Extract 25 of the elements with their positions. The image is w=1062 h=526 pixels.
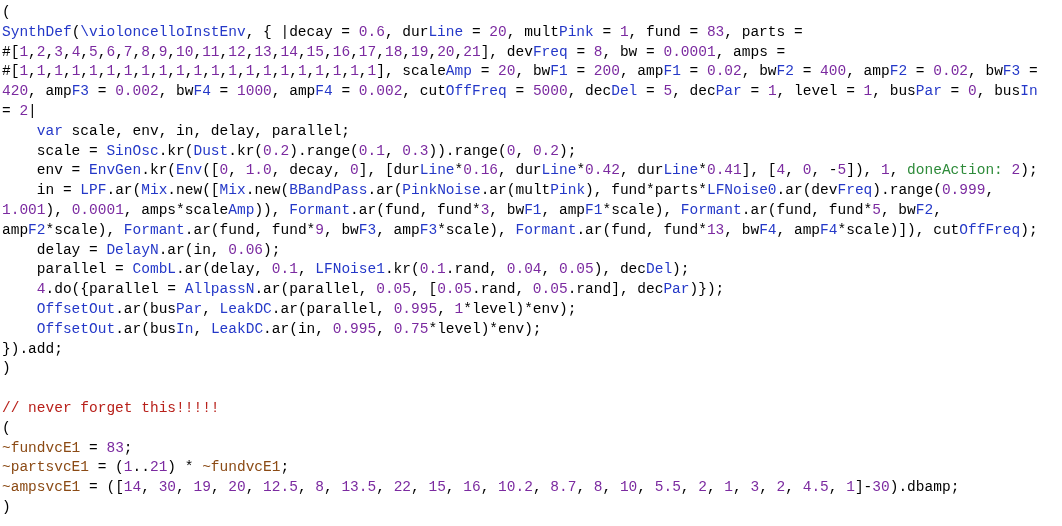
code-line: 1.001), 0.0001, amps*scaleAmp)), Formant.ar(fund, fund*3, bwF1, ampF1*scale), Formant.ar(fund, fund*5, bwF2, (2, 201, 942, 219)
code-line: 420, ampF3 = 0.002, bwF4 = 1000, ampF4 = 0.002, cutOffFreq = 5000, decDel = 5, decPar = 1, level = 1, busPar = 0, busIn (2, 82, 1038, 101)
code-line: ampF2*scale), Formant.ar(fund, fund*9, bwF3, ampF3*scale), Formant.ar(fund, fund*13, bwF4, ampF4*scale)]), cutOffFreq); (2, 220, 1038, 239)
code-line: 4.do({parallel = AllpassN.ar(parallel, 0.05, [0.05.rand, 0.05.rand], decPar)}); (35, 280, 725, 299)
code-comment: // never forget this!!!!! (2, 399, 220, 417)
code-line: ~partsvcE1 = (1..21) * ~fundvcE1; (2, 458, 290, 477)
code-line: OffsetOut.ar(busPar, LeakDC.ar(parallel, 0.995, 1*level)*env); (35, 300, 577, 318)
code-line: ( (2, 418, 11, 437)
code-line: in = LPF.ar(Mix.new([Mix.new(BBandPass.ar(PinkNoise.ar(multPink), fund*parts*LFNoise0.ar(devFreq).range(0.999, (35, 181, 995, 200)
code-line: #[1,1,1,1,1,1,1,1,1,1,1,1,1,1,1,1,1,1,1,1,1], scaleAmp = 20, bwF1 = 200, ampF1 = 0.02, bwF2 = 400, ampF2 = 0.02, bwF3 = (2, 62, 1038, 81)
code-line: ) (2, 498, 11, 516)
code-line: ( (2, 3, 11, 21)
code-line: delay = DelayN.ar(in, 0.06); (35, 240, 281, 259)
code-line: = 2| (2, 102, 37, 120)
code-line: scale = SinOsc.kr(Dust.kr(0.2).range(0.1, 0.3)).range(0, 0.2); (35, 141, 577, 160)
code-line: SynthDef(\violoncelloInstEnv, { |decay = 0.6, durLine = 20, multPink = 1, fund = 83, parts = (2, 22, 803, 41)
code-line: ~fundvcE1 = 83; (2, 438, 133, 457)
code-line: var scale, env, in, delay, parallel; (35, 121, 351, 140)
code-line: ~ampsvcE1 = ([14, 30, 19, 20, 12.5, 8, 13.5, 22, 15, 16, 10.2, 8.7, 8, 10, 5.5, 2, 1, 3, 2, 4.5, 1]-30).dbamp; (2, 478, 960, 497)
code-line: }).add; (2, 339, 63, 358)
code-line: parallel = CombL.ar(delay, 0.1, LFNoise1.kr(0.1.rand, 0.04, 0.05), decDel); (35, 260, 690, 279)
code-line: env = EnvGen.kr(Env([0, 1.0, decay, 0], [durLine*0.16, durLine*0.42, durLine*0.41], [4, 0, -5]), 1, doneAction: 2); (35, 161, 1038, 180)
code-line: #[1,2,3,4,5,6,7,8,9,10,11,12,13,14,15,16,17,18,19,20,21], devFreq = 8, bw = 0.0001, amps = (2, 42, 786, 61)
code-line: ) (2, 359, 11, 378)
code-line: OffsetOut.ar(busIn, LeakDC.ar(in, 0.995, 0.75*level)*env); (35, 319, 542, 338)
